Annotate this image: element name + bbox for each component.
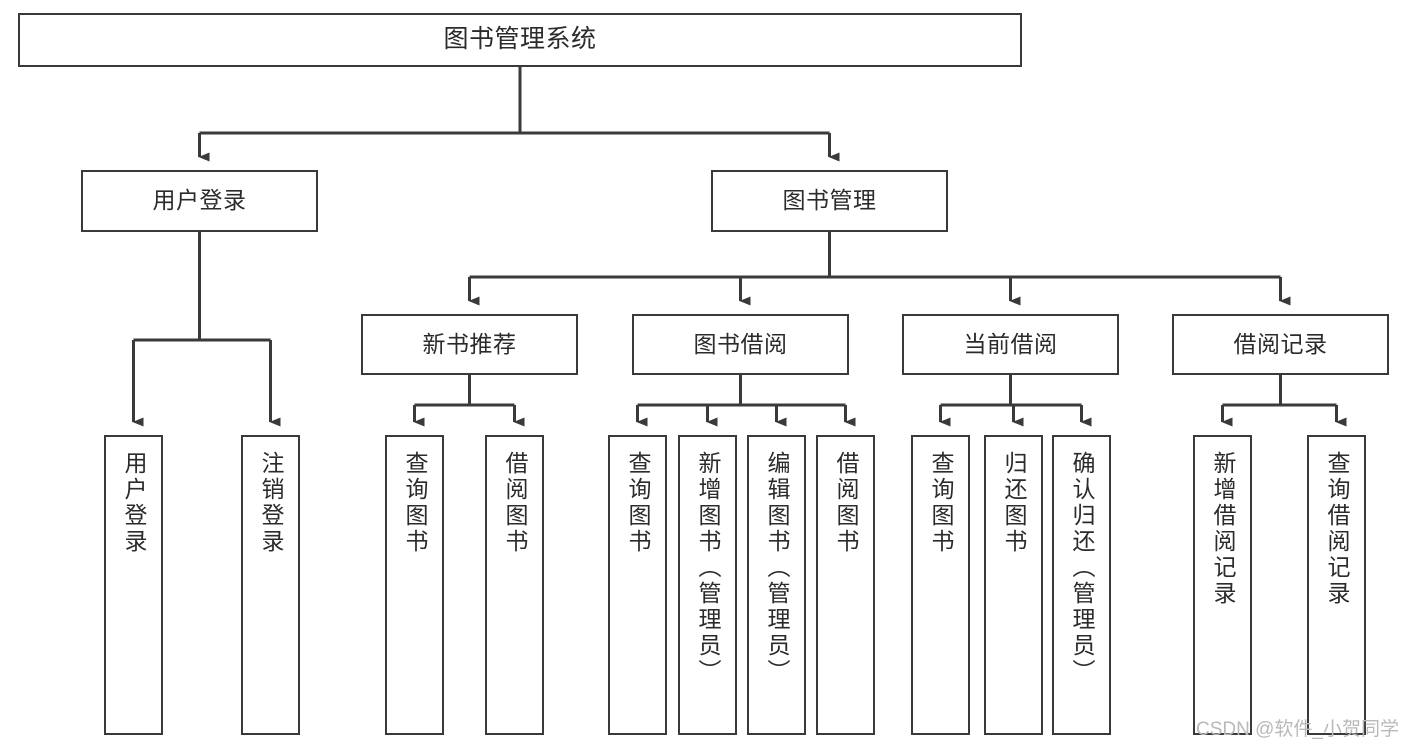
node-leaf-cur-query[interactable]: 查询图书 (911, 435, 970, 735)
node-label: 当前借阅 (963, 330, 1058, 357)
node-label: 图书借阅 (693, 330, 788, 357)
node-label: 确认归还（管理员） (1069, 451, 1095, 685)
node-borrow-record[interactable]: 借阅记录 (1172, 314, 1389, 375)
node-leaf-user-logout[interactable]: 注销登录 (241, 435, 300, 735)
node-leaf-user-login[interactable]: 用户登录 (104, 435, 163, 735)
node-label: 借阅记录 (1233, 330, 1328, 357)
node-leaf-brw-add[interactable]: 新增图书（管理员） (678, 435, 737, 735)
node-label: 注销登录 (258, 451, 284, 555)
node-leaf-rec-borrow[interactable]: 借阅图书 (485, 435, 544, 735)
node-label: 图书管理 (782, 187, 877, 214)
node-leaf-rcd-query[interactable]: 查询借阅记录 (1307, 435, 1366, 735)
node-leaf-cur-return[interactable]: 归还图书 (984, 435, 1043, 735)
node-book-borrow[interactable]: 图书借阅 (632, 314, 849, 375)
node-label: 用户登录 (121, 451, 147, 555)
node-new-book-rec[interactable]: 新书推荐 (361, 314, 578, 375)
node-leaf-cur-confirm[interactable]: 确认归还（管理员） (1052, 435, 1111, 735)
node-label: 归还图书 (1001, 451, 1027, 555)
node-label: 新增图书（管理员） (695, 451, 721, 685)
node-label: 用户登录 (152, 187, 247, 214)
node-book-admin[interactable]: 图书管理 (711, 170, 948, 232)
node-label: 新增借阅记录 (1210, 451, 1236, 607)
node-label: 借阅图书 (502, 451, 528, 555)
node-label: 借阅图书 (833, 451, 859, 555)
node-label: 编辑图书（管理员） (764, 451, 790, 685)
node-current-borrow[interactable]: 当前借阅 (902, 314, 1119, 375)
node-leaf-brw-lend[interactable]: 借阅图书 (816, 435, 875, 735)
node-leaf-brw-query[interactable]: 查询图书 (608, 435, 667, 735)
node-label: 查询图书 (625, 451, 651, 555)
node-label: 新书推荐 (422, 330, 517, 357)
node-label: 查询图书 (928, 451, 954, 555)
node-leaf-brw-edit[interactable]: 编辑图书（管理员） (747, 435, 806, 735)
node-root[interactable]: 图书管理系统 (18, 13, 1022, 67)
node-label: 查询借阅记录 (1324, 451, 1350, 607)
node-leaf-rec-query[interactable]: 查询图书 (385, 435, 444, 735)
node-label: 图书管理系统 (443, 25, 597, 54)
node-user-login[interactable]: 用户登录 (81, 170, 318, 232)
node-leaf-rcd-add[interactable]: 新增借阅记录 (1193, 435, 1252, 735)
node-label: 查询图书 (402, 451, 428, 555)
